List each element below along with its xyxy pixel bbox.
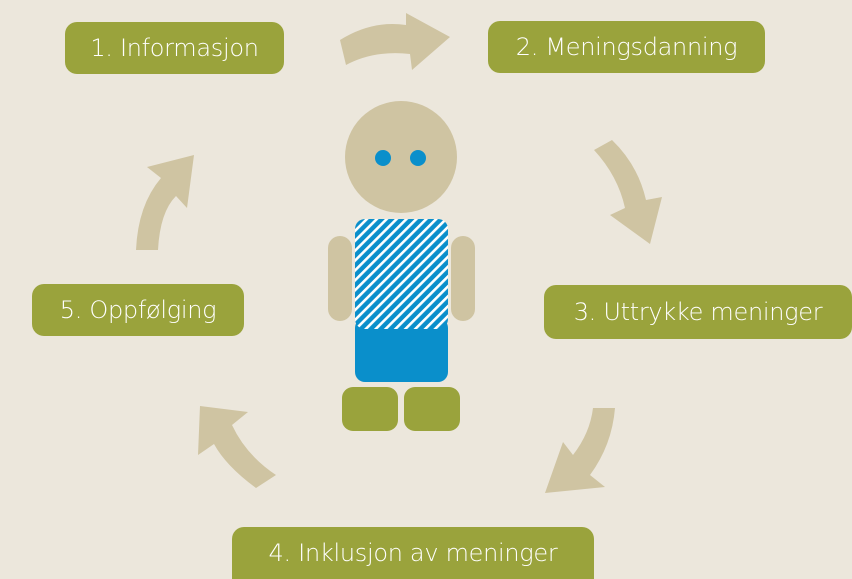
step-label: 4. Inklusjon av meninger	[268, 539, 558, 567]
step-label: 3. Uttrykke meninger	[573, 298, 823, 326]
figure-arm-right	[451, 236, 475, 321]
step-label: 5. Oppfølging	[59, 296, 217, 324]
curved-arrow-icon	[594, 140, 662, 244]
figure-foot-left	[342, 387, 398, 431]
figure-body-lower	[355, 318, 448, 382]
figure-eye-right	[410, 150, 426, 166]
curved-arrow-icon	[198, 406, 276, 488]
figure-eye-left	[375, 150, 391, 166]
figure-head	[345, 101, 457, 213]
figure-arm-left	[328, 236, 352, 321]
curved-arrow-icon	[340, 13, 450, 70]
figure-body-upper	[355, 219, 448, 329]
step-meningsdanning: 2. Meningsdanning	[488, 21, 765, 73]
curved-arrow-icon	[136, 155, 194, 250]
step-label: 2. Meningsdanning	[515, 33, 738, 61]
step-uttrykke-meninger: 3. Uttrykke meninger	[544, 285, 852, 339]
step-inklusjon-av-meninger: 4. Inklusjon av meninger	[232, 527, 594, 579]
curved-arrow-icon	[545, 408, 615, 493]
step-oppfolging: 5. Oppfølging	[32, 284, 244, 336]
figure-foot-right	[404, 387, 460, 431]
step-informasjon: 1. Informasjon	[65, 22, 284, 74]
person-figure-icon	[328, 101, 475, 431]
step-label: 1. Informasjon	[90, 34, 259, 62]
